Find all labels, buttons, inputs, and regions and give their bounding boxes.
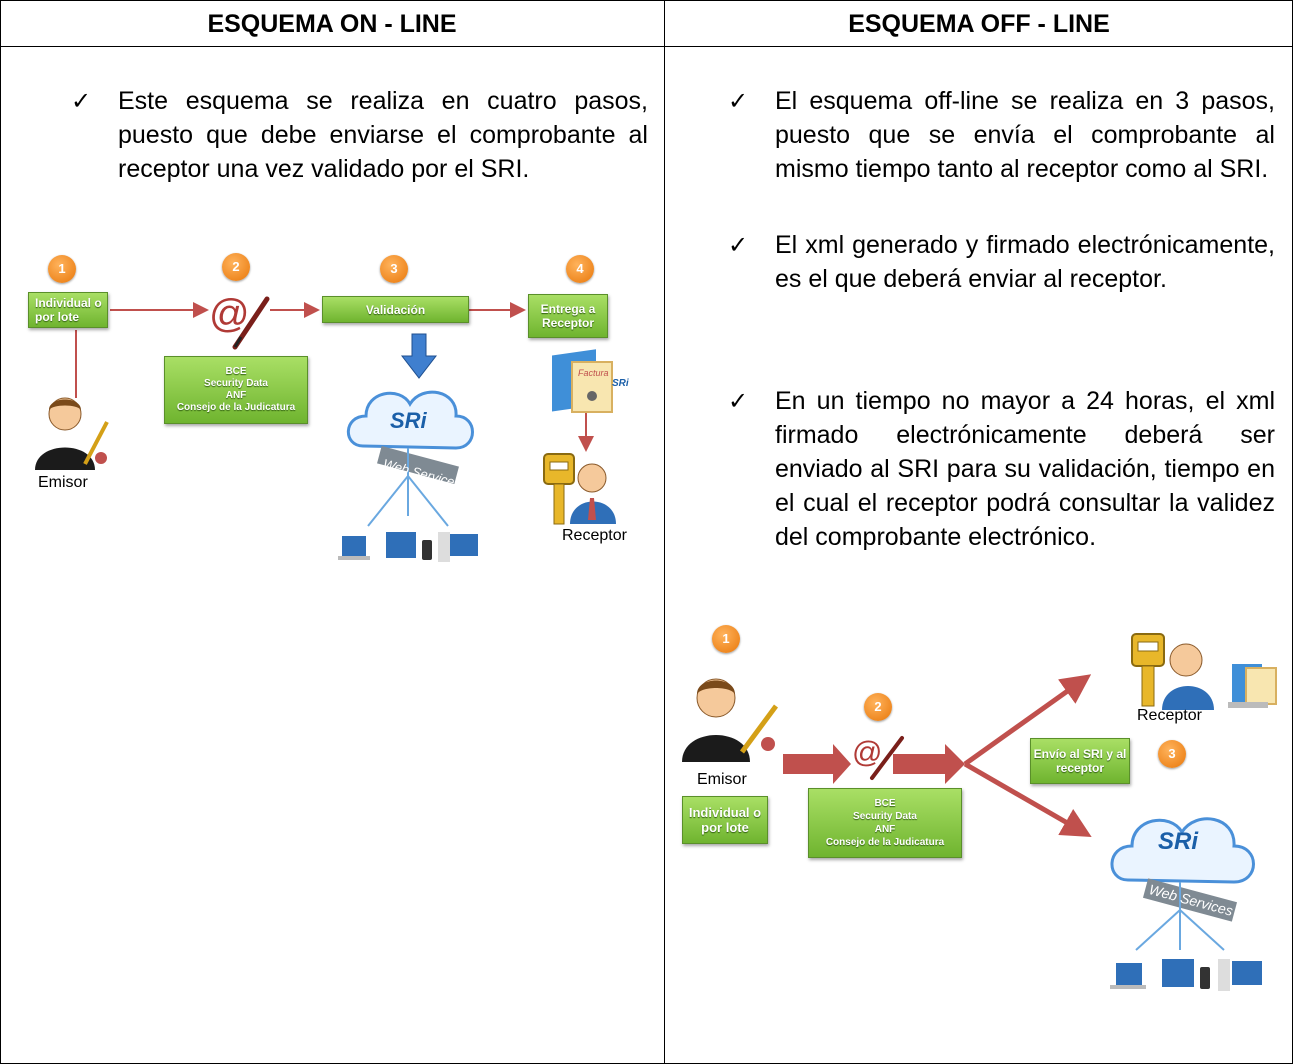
emisor-label: Emisor	[38, 474, 88, 491]
laptop-invoice-icon: Factura SRi	[552, 349, 629, 413]
individual-box: Individual o por lote	[28, 292, 108, 328]
step-number-2: 2	[864, 693, 892, 721]
header-online: ESQUEMA ON - LINE	[207, 10, 457, 38]
step-number-4: 4	[566, 255, 594, 283]
offline-connectors	[783, 674, 1092, 837]
header-divider	[0, 46, 1293, 47]
bullet-offline-2: ✓ El xml generado y firmado electrónicam…	[728, 228, 1275, 296]
receptor-label: Receptor	[562, 527, 627, 544]
bullet-offline-3: ✓ En un tiempo no mayor a 24 horas, el x…	[728, 384, 1275, 554]
svg-text:@: @	[209, 292, 250, 336]
person-icon	[682, 678, 779, 762]
individual-box: Individual o por lote	[682, 796, 768, 844]
cloud-icon	[1110, 817, 1255, 951]
cloud-icon	[346, 390, 474, 527]
bce-box: BCE Security Data ANF Consejo de la Judi…	[164, 356, 308, 424]
checkmark-icon: ✓	[728, 231, 749, 259]
online-connectors	[75, 302, 594, 452]
svg-text:@: @	[852, 736, 882, 769]
key-icon	[543, 453, 616, 525]
laptop-invoice-icon	[1228, 664, 1277, 708]
sri-logo: SRi	[390, 408, 427, 433]
factura-text: Factura	[578, 368, 609, 378]
checkmark-icon: ✓	[728, 87, 749, 115]
receptor-label: Receptor	[1137, 707, 1202, 724]
step-number-2: 2	[222, 253, 250, 281]
column-divider	[664, 0, 665, 1064]
bce-box: BCE Security Data ANF Consejo de la Judi…	[808, 788, 962, 858]
checkmark-icon: ✓	[71, 87, 92, 115]
person-icon	[35, 397, 109, 470]
step-number-3: 3	[380, 255, 408, 283]
step-number-1: 1	[48, 255, 76, 283]
validacion-box: Validación	[322, 296, 469, 323]
svg-text:SRi: SRi	[612, 378, 629, 389]
email-signature-icon: @	[852, 736, 904, 780]
step-number-1: 1	[712, 625, 740, 653]
computer-devices-icon	[338, 532, 478, 562]
email-signature-icon: @	[209, 292, 270, 350]
envio-box: Envío al SRI y al receptor	[1030, 738, 1130, 784]
emisor-label: Emisor	[697, 771, 747, 788]
key-icon	[1131, 633, 1214, 710]
sri-logo: SRi	[1158, 828, 1199, 855]
computer-devices-icon	[1110, 959, 1262, 991]
entrega-box: Entrega a Receptor	[528, 294, 608, 338]
step-number-3: 3	[1158, 740, 1186, 768]
bullet-offline-1: ✓ El esquema off-line se realiza en 3 pa…	[728, 84, 1275, 186]
down-arrow-icon	[400, 333, 438, 379]
header-offline: ESQUEMA OFF - LINE	[848, 10, 1110, 38]
checkmark-icon: ✓	[728, 387, 749, 415]
bullet-online-1: ✓ Este esquema se realiza en cuatro paso…	[71, 84, 648, 186]
